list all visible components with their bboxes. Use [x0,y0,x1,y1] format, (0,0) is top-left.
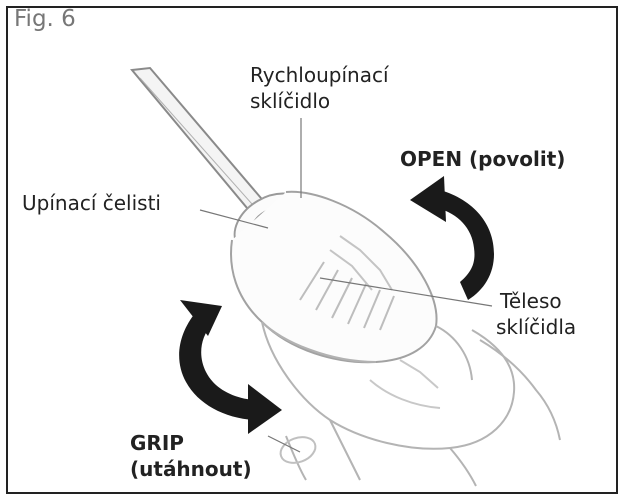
grip-label: GRIP [130,431,184,455]
grip-label-line2: (utáhnout) [130,457,252,481]
grip-arrow-icon [179,300,282,434]
quick-chuck-label-line2: sklíčidlo [250,89,331,113]
chuck-body [230,190,438,364]
drill-housing [261,321,561,487]
chuck-body-label-line2: sklíčidla [496,315,577,339]
open-label: OPEN (povolit) [400,147,566,171]
jaws-label: Upínací čelisti [22,191,161,215]
figure-label: Fig. 6 [14,6,76,32]
leader-lines [199,118,493,453]
chuck-body-label: Těleso [500,289,562,313]
quick-chuck-label: Rychloupínací [250,63,389,87]
open-arrow-icon [410,176,494,300]
